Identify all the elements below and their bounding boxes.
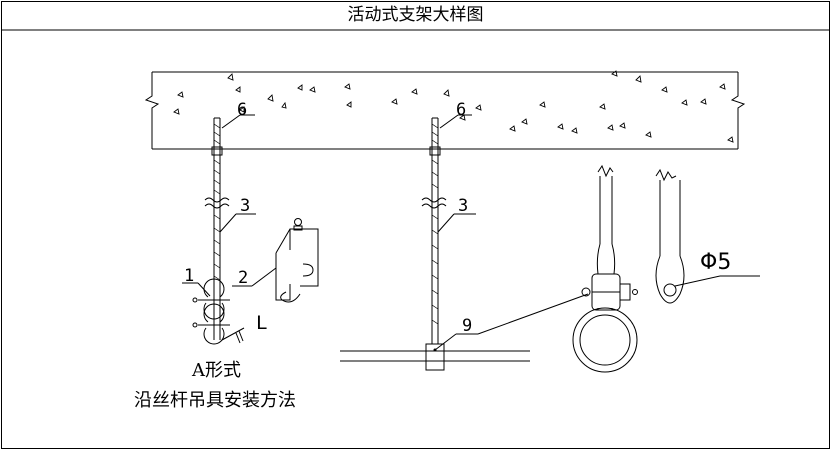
callout-6-left: 6 (237, 100, 248, 120)
hanger-strap-detail (655, 168, 760, 304)
callout-3-left: 3 (240, 196, 251, 216)
pipe-hanger-ring (572, 164, 638, 373)
support-bar (340, 350, 530, 362)
callout-9: 9 (462, 316, 473, 336)
drawing-title: 活动式支架大样图 (347, 5, 484, 25)
middle-threaded-rod (421, 117, 447, 371)
callout-3-right: 3 (458, 196, 469, 216)
callout-2: 2 (238, 268, 249, 288)
concrete-slab (144, 70, 746, 150)
concrete-aggregate (173, 70, 734, 143)
left-leaders (182, 114, 277, 297)
clip-detail (275, 218, 319, 303)
left-threaded-rod (204, 117, 230, 340)
callout-1: 1 (184, 266, 195, 286)
caption-type: A形式 (192, 360, 241, 381)
callout-6-right: 6 (456, 100, 467, 120)
dimension-l: L (256, 312, 268, 334)
diameter-label: Φ5 (700, 250, 732, 275)
caption-method: 沿丝杆吊具安装方法 (134, 390, 296, 411)
middle-leaders (434, 114, 589, 351)
left-pipe-clamps (192, 278, 245, 345)
